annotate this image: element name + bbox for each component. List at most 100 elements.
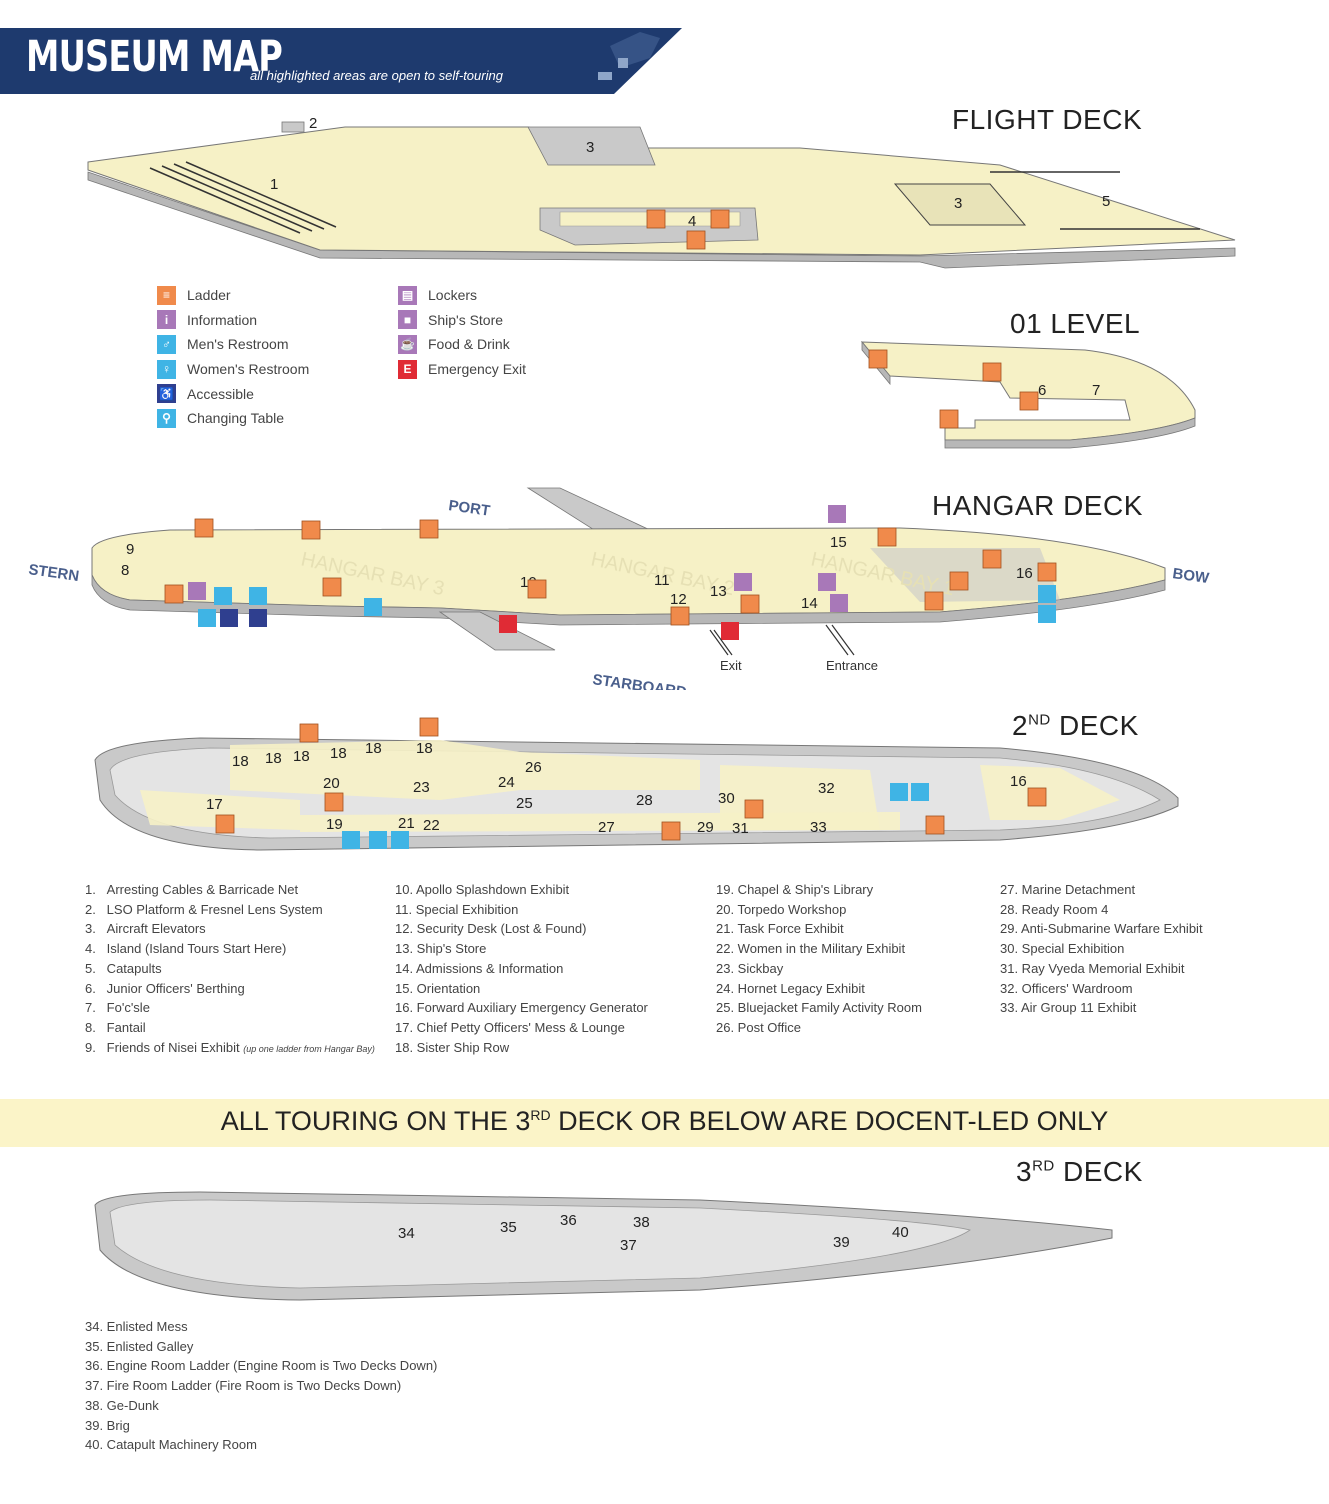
map-number: 4 bbox=[688, 213, 696, 230]
map-number: 3 bbox=[586, 139, 594, 156]
level-01-map: 6 7 bbox=[860, 340, 1196, 449]
map-number: 16 bbox=[1010, 773, 1027, 790]
map-number: 30 bbox=[718, 790, 735, 807]
map-number: 1 bbox=[270, 176, 278, 193]
ladder-icon bbox=[215, 814, 235, 834]
legend-item: ■Ship's Store bbox=[398, 308, 526, 333]
list-item: 34. Enlisted Mess bbox=[85, 1319, 188, 1334]
ships-store-icon bbox=[734, 573, 752, 591]
list-item: 19. Chapel & Ship's Library bbox=[716, 882, 874, 897]
ladder-icon bbox=[194, 518, 214, 538]
list-item: 40. Catapult Machinery Room bbox=[85, 1437, 257, 1453]
ladder-icons bbox=[164, 518, 1057, 626]
map-number: 8 bbox=[121, 562, 129, 579]
ladder-icon bbox=[868, 349, 888, 369]
ladder-icon bbox=[646, 209, 666, 229]
list-item: 31. Ray Vyeda Memorial Exhibit bbox=[1000, 960, 1185, 976]
third-deck-title: 3RD DECK bbox=[1016, 1156, 1143, 1187]
accessible-icon bbox=[249, 609, 267, 627]
ladder-icon bbox=[419, 717, 439, 737]
level-01-title: 01 LEVEL bbox=[1010, 308, 1141, 339]
docent-notice: ALL TOURING ON THE 3RD DECK OR BELOW ARE… bbox=[220, 1106, 1109, 1136]
map-number: 29 bbox=[697, 819, 714, 836]
ladder-icon bbox=[419, 519, 439, 539]
mens-restroom-icon bbox=[369, 831, 387, 849]
emergency-exit-icon bbox=[721, 622, 739, 640]
ladder-icon bbox=[1037, 562, 1057, 582]
list-item: 8. Fantail bbox=[85, 1019, 146, 1035]
ladder-icon bbox=[301, 520, 321, 540]
second-deck-title: 2ND DECK bbox=[1012, 710, 1139, 741]
third-deck-map: 34 35 36 37 38 39 40 bbox=[94, 1191, 1113, 1301]
list-item: 7. Fo'c'sle bbox=[85, 1000, 150, 1016]
ladder-icon bbox=[939, 409, 959, 429]
womens-restroom-icon: ♀ bbox=[157, 359, 176, 379]
legend-item: ☕Food & Drink bbox=[398, 332, 526, 357]
list-item: 1. Arresting Cables & Barricade Net bbox=[85, 882, 299, 897]
third-map-numbers: 34 35 36 37 38 39 40 bbox=[398, 1212, 909, 1254]
emergency-exit-icon bbox=[499, 615, 517, 633]
mens-restroom-icon bbox=[1038, 585, 1056, 603]
list-item: 16. Forward Auxiliary Emergency Generato… bbox=[395, 1000, 648, 1016]
accessible-icon bbox=[220, 609, 238, 627]
mens-restroom-icon bbox=[214, 587, 232, 605]
ladder-icons bbox=[646, 209, 730, 250]
ladder-icon bbox=[710, 209, 730, 229]
list-item: 2. LSO Platform & Fresnel Lens System bbox=[85, 901, 323, 917]
ladder-icon: ≡ bbox=[157, 285, 176, 305]
womens-restroom-icon bbox=[249, 587, 267, 605]
legend-item: ♀Women's Restroom bbox=[157, 357, 309, 382]
map-number: 26 bbox=[525, 759, 542, 776]
map-number: 34 bbox=[398, 1225, 415, 1242]
changing-table-icon: ⚲ bbox=[157, 408, 176, 428]
list-item: 14. Admissions & Information bbox=[395, 960, 564, 976]
ladder-icon bbox=[949, 571, 969, 591]
second-map-numbers: 18 18 18 18 18 18 17 20 19 21 22 23 24 2… bbox=[206, 740, 1027, 837]
ladder-icon bbox=[686, 230, 706, 250]
ladder-icon bbox=[924, 591, 944, 611]
stern-label: STERN bbox=[27, 561, 80, 585]
page-title: MUSEUM MAP bbox=[26, 32, 283, 82]
list-item: 5. Catapults bbox=[85, 960, 162, 976]
list-item: 29. Anti-Submarine Warfare Exhibit bbox=[1000, 921, 1203, 937]
locations-list-2: 10. Apollo Splashdown Exhibit 11. Specia… bbox=[395, 880, 648, 1057]
list-item: 32. Officers' Wardroom bbox=[1000, 980, 1133, 996]
ladder-icons bbox=[868, 349, 1039, 429]
map-number: 33 bbox=[810, 819, 827, 836]
map-number: 18 bbox=[365, 740, 382, 757]
locations-list-4: 27. Marine Detachment 28. Ready Room 4 2… bbox=[1000, 880, 1203, 1018]
ladder-icon bbox=[324, 792, 344, 812]
list-item: 21. Task Force Exhibit bbox=[716, 921, 844, 937]
flight-map-numbers: 1 2 3 3 4 5 bbox=[270, 115, 1110, 230]
map-number: 2 bbox=[309, 115, 317, 132]
list-item: 13. Ship's Store bbox=[395, 941, 487, 957]
map-number: 23 bbox=[413, 779, 430, 796]
map-number: 3 bbox=[954, 195, 962, 212]
list-item: 4. Island (Island Tours Start Here) bbox=[85, 941, 287, 957]
entrance-label: Entrance bbox=[826, 658, 878, 673]
map-number: 32 bbox=[818, 780, 835, 797]
ladder-icon bbox=[299, 723, 319, 743]
exit-label: Exit bbox=[720, 658, 742, 673]
list-item: 11. Special Exhibition bbox=[395, 901, 519, 917]
list-item: 12. Security Desk (Lost & Found) bbox=[395, 921, 587, 937]
list-item: 9. Friends of Nisei Exhibit (up one ladd… bbox=[85, 1039, 375, 1055]
womens-restroom-icon bbox=[391, 831, 409, 849]
ships-store-icon: ■ bbox=[398, 310, 417, 330]
map-number: 15 bbox=[830, 534, 847, 551]
legend-item: ♂Men's Restroom bbox=[157, 332, 309, 357]
legend-item: ≡Ladder bbox=[157, 283, 309, 308]
map-number: 14 bbox=[801, 595, 818, 612]
information-icon: i bbox=[157, 310, 176, 330]
level01-map-numbers: 6 7 bbox=[1038, 382, 1100, 399]
map-number: 25 bbox=[516, 795, 533, 812]
information-icon bbox=[818, 573, 836, 591]
ladder-icon bbox=[661, 821, 681, 841]
map-number: 18 bbox=[232, 753, 249, 770]
information-icon bbox=[828, 505, 846, 523]
list-item: 25. Bluejacket Family Activity Room bbox=[716, 1000, 922, 1016]
header-banner bbox=[0, 28, 682, 94]
ladder-icon bbox=[744, 799, 764, 819]
accessible-icon: ♿ bbox=[157, 384, 176, 404]
